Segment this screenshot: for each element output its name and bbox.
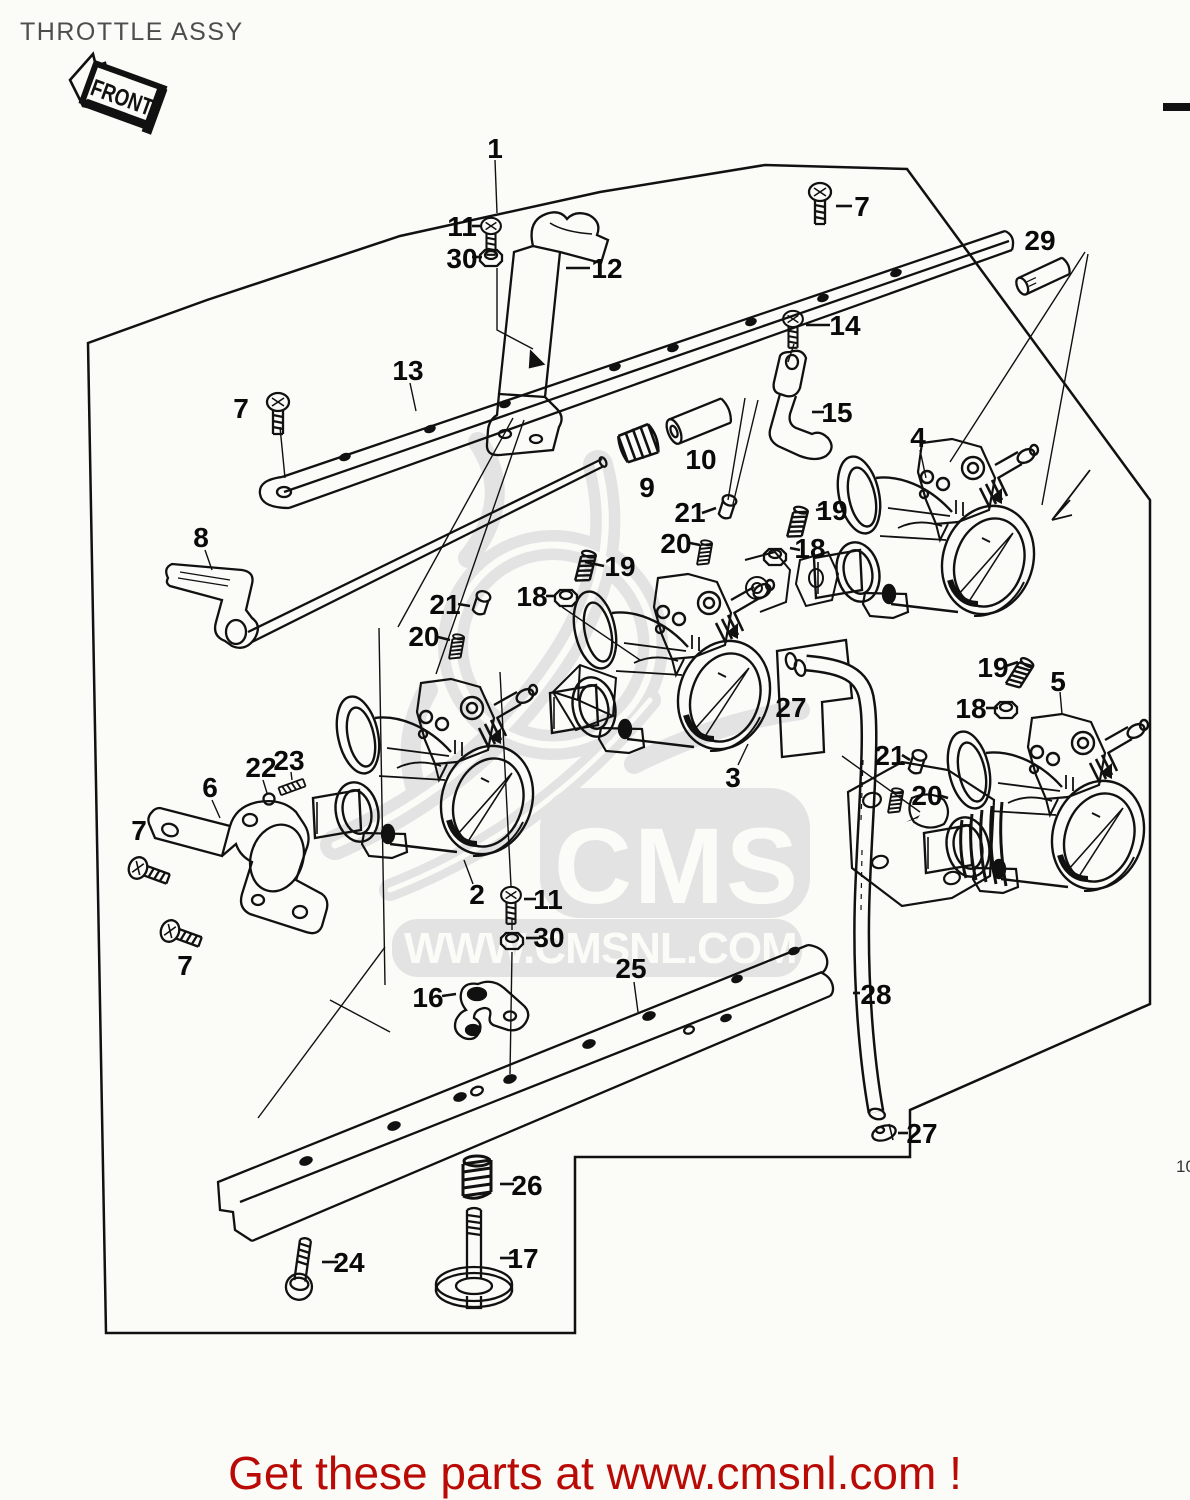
svg-text:13: 13 <box>392 355 423 386</box>
svg-text:14: 14 <box>829 310 861 341</box>
svg-text:30: 30 <box>446 243 477 274</box>
svg-text:CMS: CMS <box>554 805 800 926</box>
svg-text:11: 11 <box>447 211 477 242</box>
svg-text:25: 25 <box>615 953 646 984</box>
svg-text:10: 10 <box>685 444 716 475</box>
svg-text:28: 28 <box>860 979 891 1010</box>
svg-text:10: 10 <box>1176 1157 1190 1176</box>
svg-text:6: 6 <box>202 772 218 803</box>
svg-text:18: 18 <box>794 533 825 564</box>
svg-text:2: 2 <box>469 879 485 910</box>
svg-text:7: 7 <box>854 191 870 222</box>
svg-text:19: 19 <box>977 652 1008 683</box>
svg-text:20: 20 <box>660 528 691 559</box>
svg-text:29: 29 <box>1024 225 1055 256</box>
svg-text:THROTTLE ASSY: THROTTLE ASSY <box>20 18 244 46</box>
svg-text:27: 27 <box>906 1118 937 1149</box>
svg-text:12: 12 <box>591 253 622 284</box>
svg-text:24: 24 <box>333 1247 365 1278</box>
svg-text:20: 20 <box>911 780 942 811</box>
svg-text:17: 17 <box>507 1243 538 1274</box>
svg-text:8: 8 <box>193 522 209 553</box>
svg-text:WWW.CMSNL.COM: WWW.CMSNL.COM <box>404 924 797 973</box>
svg-text:21: 21 <box>429 589 460 620</box>
svg-text:5: 5 <box>1050 666 1066 697</box>
svg-text:19: 19 <box>604 551 635 582</box>
svg-text:1: 1 <box>487 133 503 164</box>
svg-text:18: 18 <box>516 581 547 612</box>
svg-text:22: 22 <box>245 752 276 783</box>
svg-text:7: 7 <box>131 815 147 846</box>
svg-text:11: 11 <box>533 884 563 915</box>
svg-text:18: 18 <box>955 693 986 724</box>
svg-text:7: 7 <box>233 393 249 424</box>
svg-text:9: 9 <box>639 472 655 503</box>
svg-text:21: 21 <box>874 740 905 771</box>
svg-text:4: 4 <box>910 422 926 453</box>
svg-text:16: 16 <box>412 982 443 1013</box>
svg-text:21: 21 <box>674 497 705 528</box>
svg-text:3: 3 <box>725 762 741 793</box>
svg-text:20: 20 <box>408 621 439 652</box>
svg-text:27: 27 <box>775 692 806 723</box>
svg-text:7: 7 <box>177 950 193 981</box>
svg-text:30: 30 <box>533 922 564 953</box>
svg-text:15: 15 <box>821 397 852 428</box>
svg-text:23: 23 <box>273 745 304 776</box>
svg-text:19: 19 <box>816 495 847 526</box>
svg-text:26: 26 <box>511 1170 542 1201</box>
